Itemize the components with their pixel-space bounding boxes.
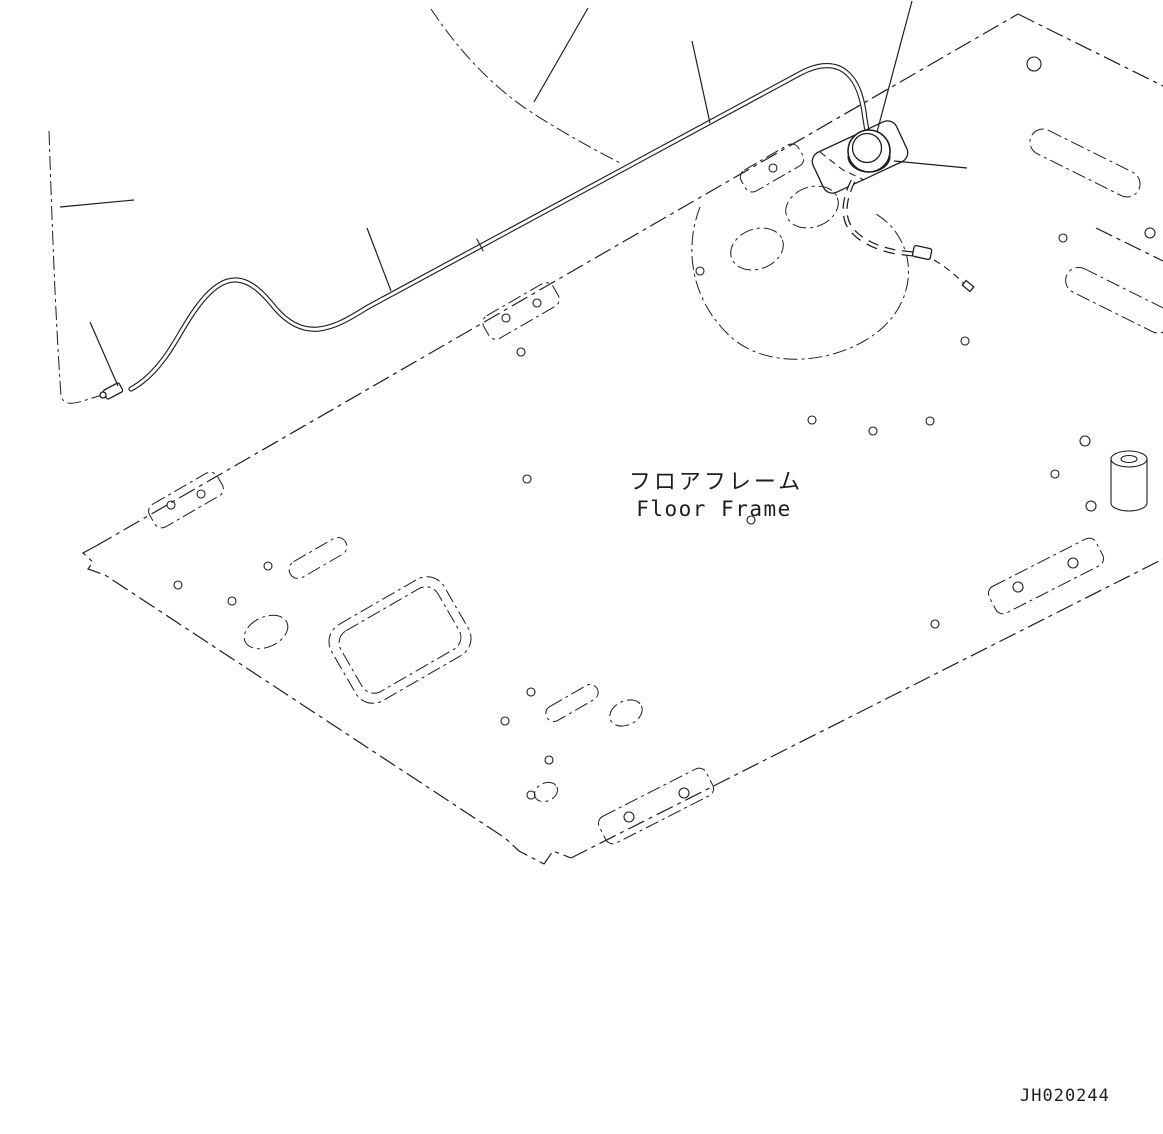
hole — [544, 755, 554, 765]
grommet-assembly — [811, 120, 909, 194]
grommet-plate — [811, 120, 909, 194]
hidden-cable-end — [961, 279, 975, 293]
label-title-jp: フロアフレーム — [629, 470, 803, 495]
hole — [746, 515, 756, 525]
hole — [532, 298, 542, 308]
grommet-outer — [847, 129, 891, 173]
leader-line-cable-mid — [366, 227, 392, 292]
cable-clamp — [476, 238, 484, 252]
hole — [768, 163, 778, 173]
rect-cutout-outer — [328, 576, 472, 704]
hole — [930, 619, 940, 629]
hole — [1012, 581, 1024, 593]
hole — [1079, 435, 1091, 447]
boss-top — [1110, 450, 1148, 468]
cable-end-terminal — [99, 391, 107, 399]
mount-pad — [987, 537, 1105, 615]
slot-cutout — [545, 684, 599, 722]
boss-bore — [1120, 454, 1138, 464]
slot-cutout — [288, 537, 348, 579]
oval-hole — [533, 781, 559, 803]
hole — [522, 474, 532, 484]
cable-outline — [128, 63, 870, 392]
hole — [196, 489, 206, 499]
cable-phantom-top — [430, 8, 623, 165]
leader-line-cable-upper — [691, 40, 711, 124]
hole — [166, 500, 176, 510]
hole — [1050, 469, 1060, 479]
leader-line-grommet-top — [876, 0, 913, 133]
hole — [925, 416, 935, 426]
mount-pad — [148, 471, 224, 529]
slot-cutout — [1065, 266, 1163, 334]
hole — [526, 790, 536, 800]
frame-features — [148, 56, 1163, 845]
oval-hole — [785, 185, 839, 229]
mounting-boss — [1110, 450, 1148, 512]
hole — [500, 716, 510, 726]
hole — [1067, 557, 1079, 569]
boss-bottom — [1110, 502, 1148, 512]
grommet-inner — [851, 132, 883, 164]
hidden-cable-connector — [911, 244, 933, 261]
leader-line-left-cable — [59, 199, 135, 208]
oval-hole — [243, 614, 289, 650]
leader-line-phantom-top — [533, 7, 589, 103]
hole — [807, 415, 817, 425]
hole — [501, 313, 511, 323]
hidden-cable-route — [842, 179, 975, 293]
hole — [1144, 227, 1156, 239]
frame-edge-top-right — [1017, 13, 1163, 87]
hole — [868, 426, 878, 436]
leader-lines — [59, 0, 968, 387]
hole — [173, 580, 183, 590]
oval-hole — [609, 699, 643, 727]
hole — [960, 336, 970, 346]
grommet-flange — [847, 155, 891, 173]
mount-pad — [739, 143, 805, 193]
hidden-cable-core — [843, 180, 914, 256]
leader-line-grommet-side — [893, 160, 968, 169]
label-title-en: Floor Frame — [636, 497, 792, 521]
hole — [623, 811, 635, 823]
hole — [516, 347, 526, 357]
mount-pad — [482, 282, 560, 340]
hole — [1058, 233, 1068, 243]
hidden-cable-tail — [933, 259, 967, 287]
label-drawing-number: JH020244 — [1020, 1086, 1110, 1106]
hole — [1085, 500, 1097, 512]
hole — [263, 561, 273, 571]
oval-hole — [730, 227, 784, 271]
kidney-cutout — [691, 206, 909, 360]
cable-harness — [99, 63, 870, 400]
hole — [526, 687, 536, 697]
hidden-cable-outline — [842, 179, 914, 257]
hole — [695, 266, 705, 276]
cable-phantom-left — [48, 130, 107, 404]
grommet-plate-hidden-edge — [819, 151, 865, 181]
hole — [678, 787, 690, 799]
frame-edge-right-inner — [1095, 227, 1163, 262]
slot-cutout — [1029, 128, 1141, 198]
cable-core — [129, 64, 869, 391]
frame-edge-bottom-left — [81, 545, 572, 865]
frame-edge-bottom-right — [570, 558, 1163, 859]
leader-line-connector — [89, 321, 119, 387]
mount-pad — [597, 767, 715, 845]
hole — [227, 596, 237, 606]
hole — [1026, 56, 1042, 72]
rect-cutout-inner — [338, 586, 462, 694]
frame-outline — [81, 13, 1163, 865]
